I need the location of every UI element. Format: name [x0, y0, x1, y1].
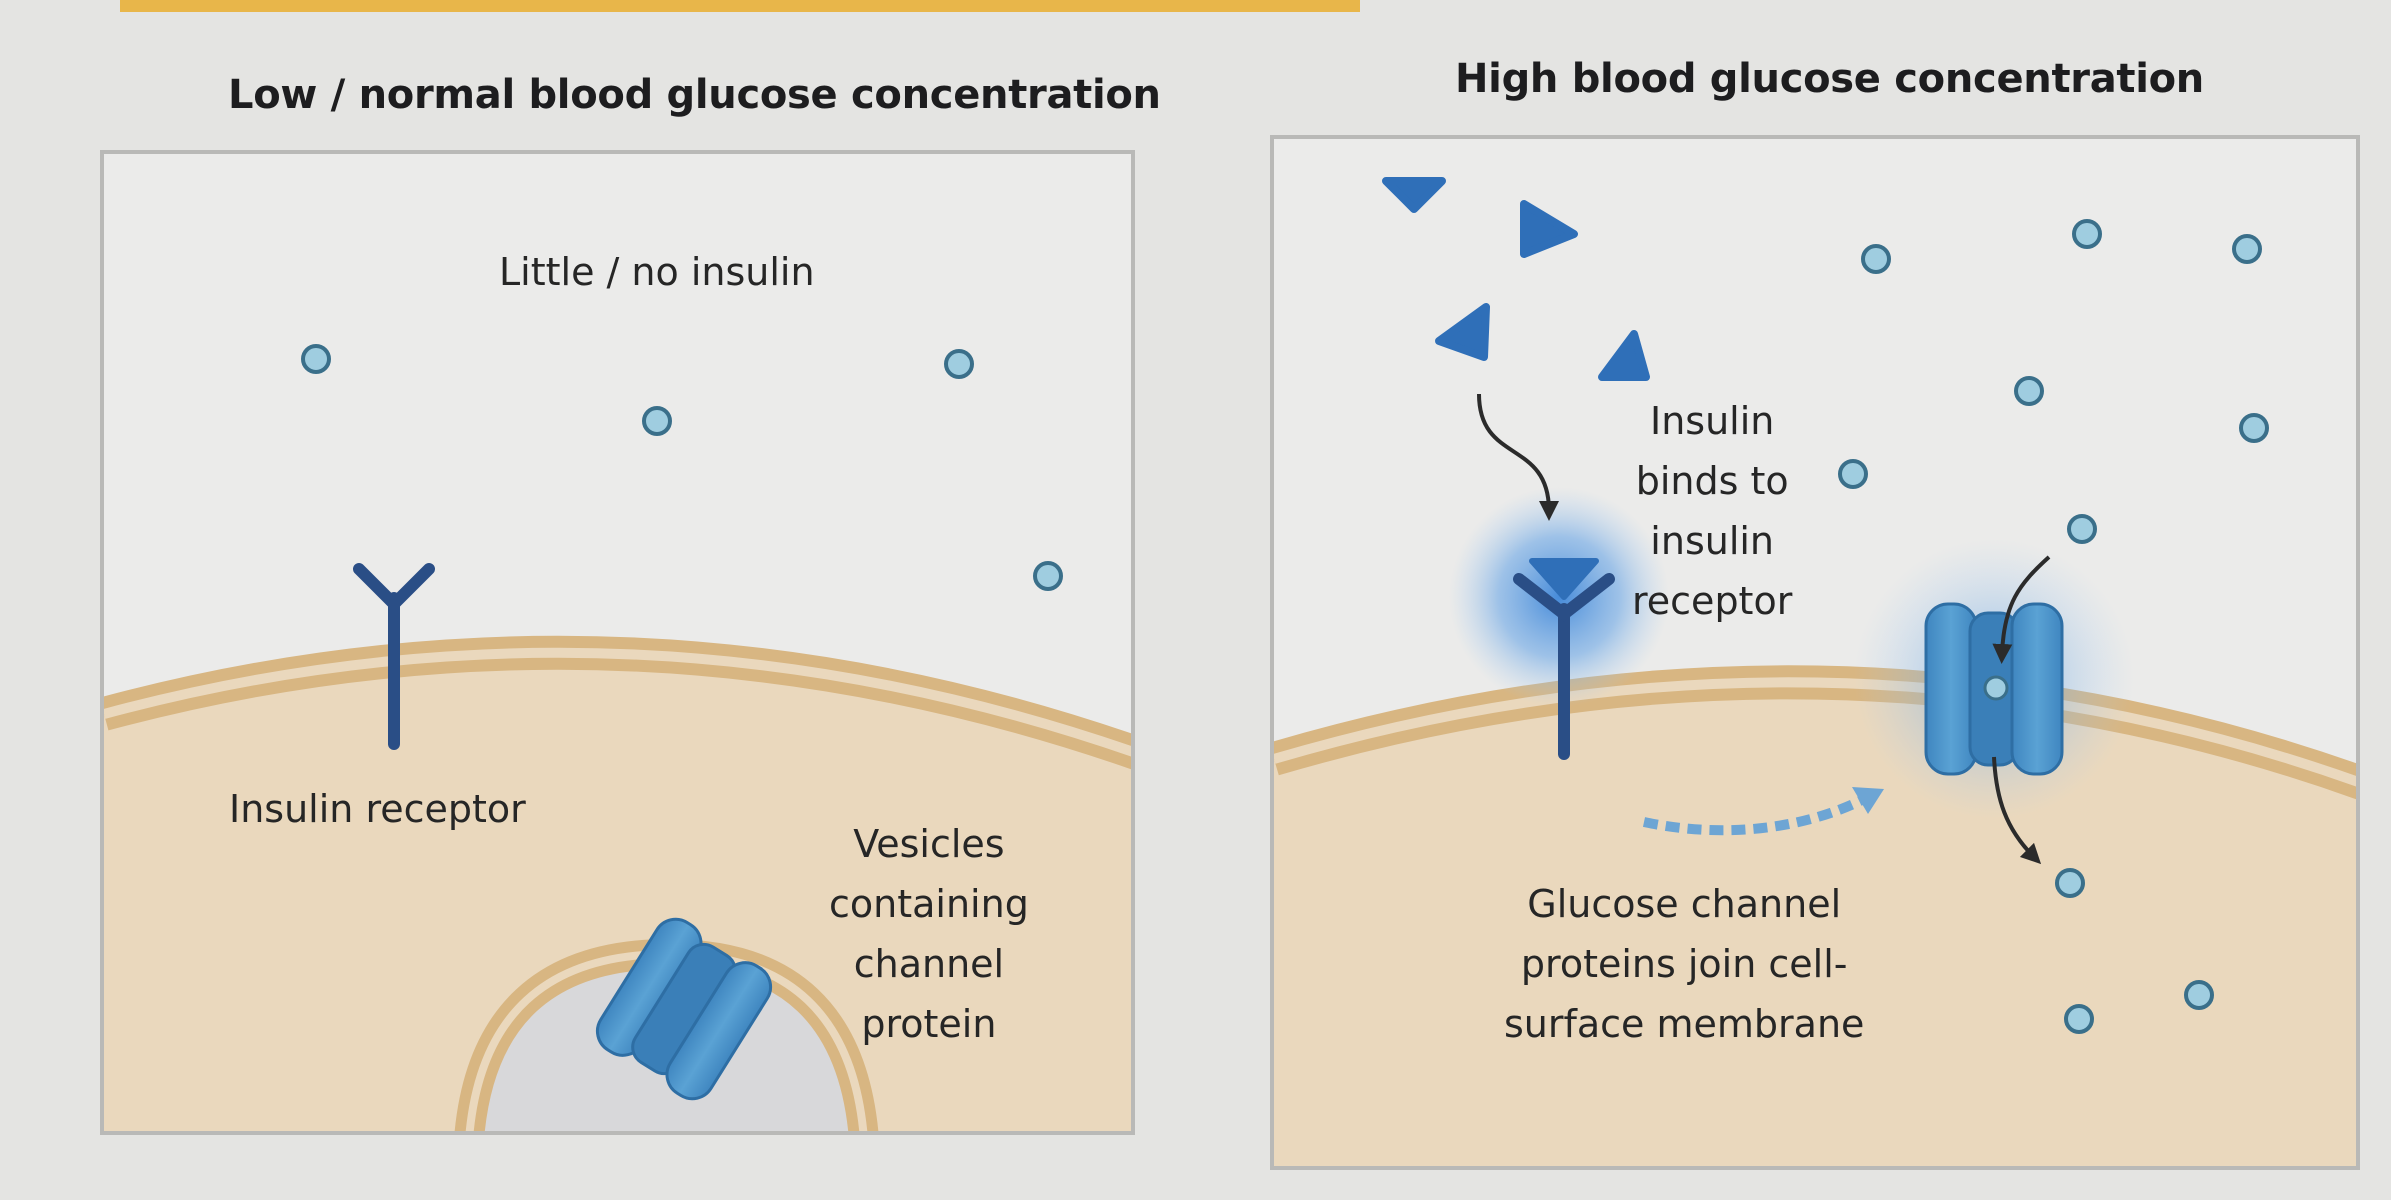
right-panel-diagram [1274, 177, 2356, 1166]
cell-cytoplasm [1274, 682, 2356, 1166]
glucose-icon [2064, 1004, 2094, 1034]
glucose-icon [1033, 561, 1063, 591]
cell-cytoplasm [104, 652, 1131, 1131]
right-panel: Insulin binds to insulin receptor Glucos… [1270, 135, 2360, 1170]
left-panel: Little / no insulin Insulin receptor Ves… [100, 150, 1135, 1135]
insulin-binding-arrow [1477, 393, 1559, 521]
bound-insulin-icon [1529, 558, 1599, 600]
left-panel-diagram [104, 344, 1131, 1131]
glucose-icon [2232, 234, 2262, 264]
channel-protein-icon [595, 917, 773, 1101]
insulin-molecules [1382, 177, 1650, 381]
left-panel-title: Low / normal blood glucose concentration [228, 72, 1161, 118]
glucose-icon [642, 406, 672, 436]
glucose-molecules [301, 344, 1063, 591]
insulin-icon [1520, 200, 1578, 258]
insulin-icon [1435, 303, 1490, 361]
glucose-icon [944, 349, 974, 379]
vesicles-label: Vesicles containing channel protein [829, 822, 1029, 1046]
glucose-icon [2184, 980, 2214, 1010]
channel-insertion-arrow [1642, 794, 1867, 836]
little-insulin-label: Little / no insulin [499, 250, 815, 294]
glucose-icon [1861, 244, 1891, 274]
insulin-receptor-icon [353, 563, 435, 750]
glucose-exit-arrow [1992, 756, 2042, 865]
glucose-icon [2014, 376, 2044, 406]
glucose-icon [1983, 675, 2009, 701]
right-panel-title: High blood glucose concentration [1455, 56, 2204, 102]
glucose-icon [2055, 868, 2085, 898]
insulin-receptor-label: Insulin receptor [229, 787, 526, 831]
glucose-icon [2067, 514, 2097, 544]
glucose-icon [2072, 219, 2102, 249]
top-accent-bar [120, 0, 1360, 12]
glucose-entry-arrow [1992, 555, 2051, 664]
insulin-binds-label: Insulin binds to insulin receptor [1632, 399, 1793, 623]
insulin-icon [1382, 177, 1446, 213]
insulin-receptor-icon [1513, 573, 1615, 760]
channel-join-label: Glucose channel proteins join cell- surf… [1504, 882, 1865, 1046]
insulin-icon [1598, 330, 1650, 381]
glucose-icon [301, 344, 331, 374]
glucose-icon [2239, 413, 2269, 443]
glucose-molecules [1838, 219, 2269, 1034]
glucose-icon [1838, 459, 1868, 489]
